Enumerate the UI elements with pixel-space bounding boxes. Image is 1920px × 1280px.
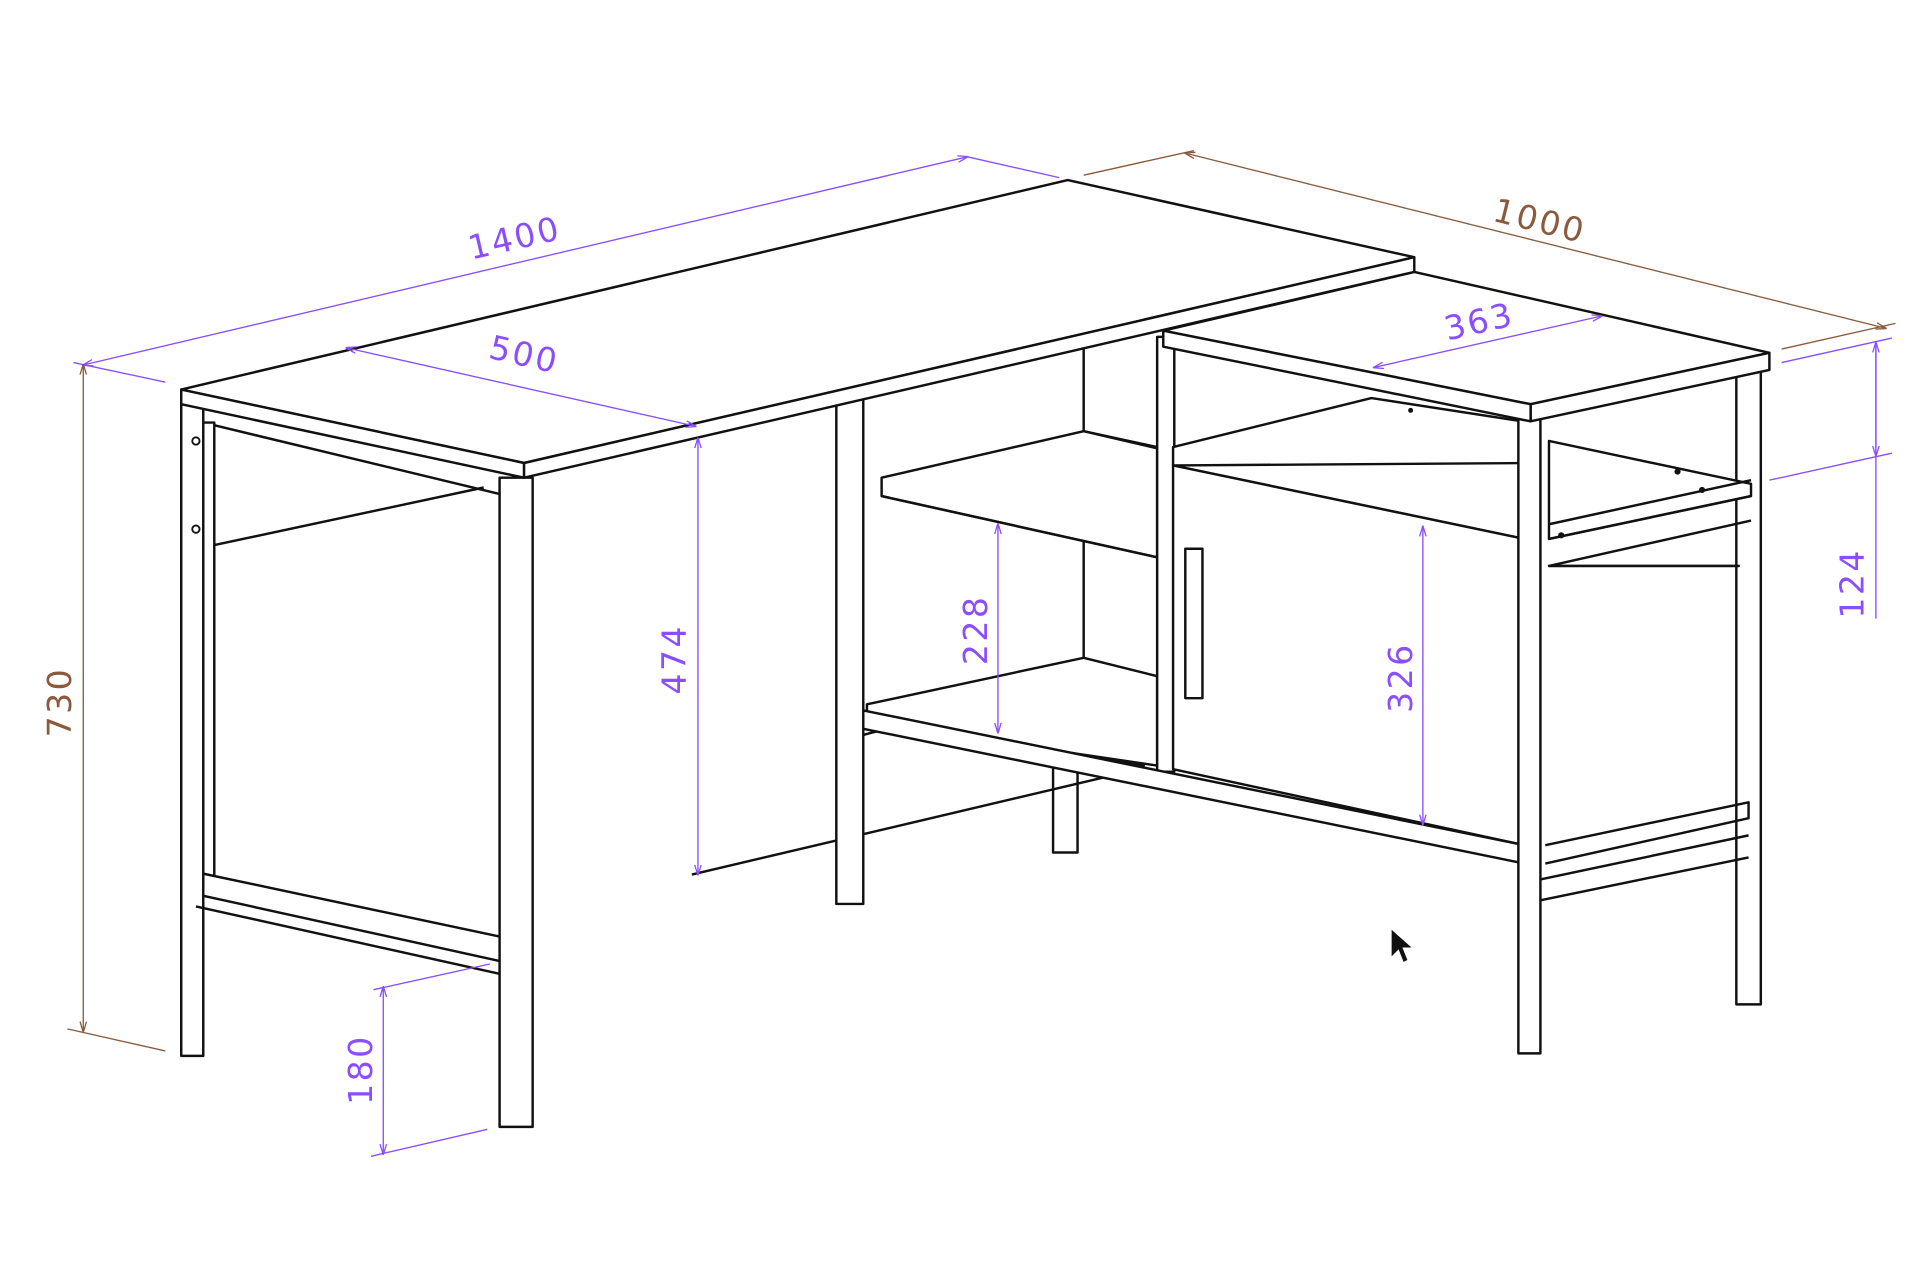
dimension-lines	[67, 150, 1896, 1157]
dim-124: 124	[1833, 548, 1872, 618]
dim-474: 474	[655, 624, 694, 694]
dim-228: 228	[956, 595, 995, 665]
arrow-cursor-icon	[1390, 927, 1415, 964]
desk-frame	[180, 335, 1763, 1129]
dim-180: 180	[341, 1034, 380, 1104]
dim-730: 730	[40, 667, 79, 737]
dim-326: 326	[1381, 642, 1420, 712]
dim-1400: 1400	[464, 208, 564, 267]
